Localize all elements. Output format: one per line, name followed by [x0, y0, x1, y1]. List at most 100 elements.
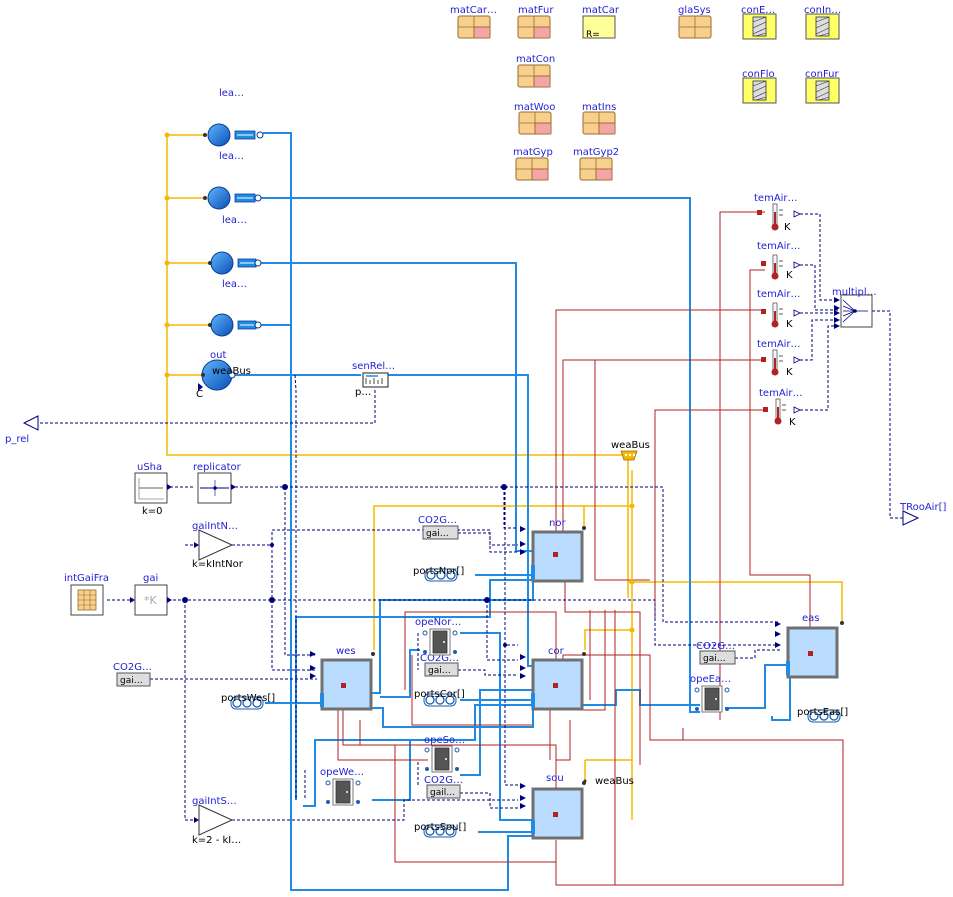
- con-fur-record[interactable]: [805, 77, 840, 104]
- opening-wes[interactable]: [325, 778, 361, 806]
- weather-bus-connector[interactable]: [620, 450, 638, 461]
- label-gla-sys: glaSys: [678, 5, 711, 16]
- label-gai-int-nor-k: k=kIntNor: [192, 559, 244, 570]
- gai-gain-block[interactable]: [134, 584, 172, 616]
- label-con-flo: conFlo: [742, 69, 775, 80]
- mat-ins-record[interactable]: [582, 111, 616, 135]
- co2-source-cor[interactable]: [424, 662, 459, 677]
- label-co2-wes-gai: gai…: [120, 676, 143, 686]
- label-replicator: replicator: [193, 462, 242, 473]
- label-sen-rel: senRel…: [352, 361, 395, 372]
- label-tem-air-4: temAir…: [757, 339, 801, 350]
- relative-pressure-sensor[interactable]: [362, 372, 389, 388]
- leakage-boundary-1[interactable]: [203, 123, 264, 147]
- label-tem-air-4-unit: K: [786, 367, 793, 378]
- temp-sensor-3[interactable]: [761, 302, 801, 328]
- opening-nor[interactable]: [422, 628, 458, 656]
- temp-sensor-4[interactable]: [761, 349, 801, 376]
- label-co2-sou: CO2G…: [424, 775, 463, 786]
- int-gai-fra-table[interactable]: [70, 584, 135, 616]
- zone-wes[interactable]: [310, 651, 375, 711]
- t-roo-air-output[interactable]: [902, 510, 920, 526]
- temp-sensor-2[interactable]: [761, 254, 801, 280]
- label-ope-wes: opeWe…: [320, 767, 364, 778]
- ports-nor[interactable]: [424, 568, 458, 582]
- mat-con-record[interactable]: [517, 64, 551, 88]
- weather-bus-connections: [166, 134, 843, 820]
- label-co2-nor: CO2G…: [418, 515, 457, 526]
- label-tem-air-1: temAir…: [754, 193, 798, 204]
- label-weabus-main: weaBus: [611, 440, 650, 451]
- label-int-gai-fra: intGaiFra: [64, 573, 109, 584]
- label-co2-nor-gai: gai…: [426, 529, 449, 539]
- label-tem-air-2-unit: K: [786, 270, 793, 281]
- label-lea-3: lea…: [222, 279, 247, 290]
- con-int-record[interactable]: [805, 13, 840, 40]
- co2-source-wes[interactable]: [116, 672, 151, 687]
- p-rel-output[interactable]: [22, 415, 39, 431]
- leakage-boundary-2[interactable]: [203, 186, 262, 210]
- ports-wes[interactable]: [230, 696, 264, 710]
- ports-sou[interactable]: [423, 824, 457, 838]
- zone-nor[interactable]: [520, 526, 586, 583]
- label-out-c: C: [196, 389, 203, 400]
- mat-car1-record[interactable]: [457, 15, 491, 39]
- mat-woo-record[interactable]: [518, 111, 552, 135]
- zone-eas[interactable]: [775, 621, 844, 679]
- label-ports-sou: portsSou[]: [414, 822, 466, 833]
- gai-int-nor-gain[interactable]: [194, 529, 234, 561]
- outside-boundary[interactable]: [198, 359, 236, 391]
- label-co2-eas: CO2G…: [696, 641, 735, 652]
- mat-gyp-record[interactable]: [515, 157, 549, 181]
- leakage-components: [198, 123, 264, 391]
- label-weabus-sou: weaBus: [595, 776, 634, 787]
- co2-source-nor[interactable]: [422, 525, 459, 540]
- mat-gyp2-record[interactable]: [579, 157, 613, 181]
- label-gai: gai: [143, 573, 158, 584]
- leakage-boundary-4[interactable]: [208, 313, 262, 337]
- label-tem-air-3: temAir…: [757, 289, 801, 300]
- label-ope-eas: opeEa…: [690, 674, 731, 685]
- label-zone-eas: eas: [802, 613, 820, 624]
- con-flo-record[interactable]: [742, 77, 777, 104]
- label-t-roo-air: TRooAir[]: [899, 502, 946, 513]
- opening-eas[interactable]: [694, 685, 730, 713]
- zone-cor[interactable]: [520, 652, 586, 711]
- label-zone-wes: wes: [336, 646, 356, 657]
- label-tem-air-3-unit: K: [786, 319, 793, 330]
- label-con-int: conIn…: [804, 5, 841, 16]
- signal-connections: [38, 213, 903, 821]
- label-multiplex: multipl…: [832, 287, 877, 298]
- label-co2-eas-gai: gai…: [703, 654, 726, 664]
- gai-int-sou-gain[interactable]: [194, 804, 234, 836]
- label-zone-cor: cor: [548, 646, 565, 657]
- label-mat-car: matCar: [582, 5, 620, 16]
- temp-sensor-5[interactable]: [763, 398, 801, 425]
- label-mat-car1: matCar…: [450, 5, 497, 16]
- label-sen-rel-p: p…: [355, 387, 371, 398]
- gla-sys-record[interactable]: [678, 15, 712, 39]
- u-sha-constant[interactable]: [134, 472, 172, 504]
- co2-source-eas[interactable]: [699, 650, 736, 665]
- ports-cor[interactable]: [423, 693, 457, 707]
- label-ope-nor: opeNor…: [415, 617, 461, 628]
- replicator-block[interactable]: [197, 472, 236, 504]
- mat-fur-record[interactable]: [517, 15, 551, 39]
- leakage-boundary-3[interactable]: [208, 251, 262, 275]
- material-records: [457, 13, 840, 181]
- zone-sou[interactable]: [520, 781, 586, 840]
- label-gai-sym: *K: [144, 594, 158, 607]
- label-mat-con: matCon: [516, 54, 555, 65]
- label-tem-air-2: temAir…: [757, 241, 801, 252]
- label-zone-nor: nor: [549, 518, 566, 529]
- label-tem-air-5: temAir…: [759, 388, 803, 399]
- multiplexer-block[interactable]: [834, 294, 873, 329]
- opening-sou[interactable]: [424, 745, 460, 773]
- ports-eas[interactable]: [807, 709, 841, 723]
- con-ext-record[interactable]: [742, 13, 777, 40]
- temp-sensor-1[interactable]: [757, 203, 801, 231]
- label-lea-2: lea…: [222, 215, 247, 226]
- label-co2-cor: CO2G…: [420, 653, 459, 664]
- co2-source-sou[interactable]: [426, 784, 461, 799]
- mat-car-record[interactable]: [582, 15, 616, 39]
